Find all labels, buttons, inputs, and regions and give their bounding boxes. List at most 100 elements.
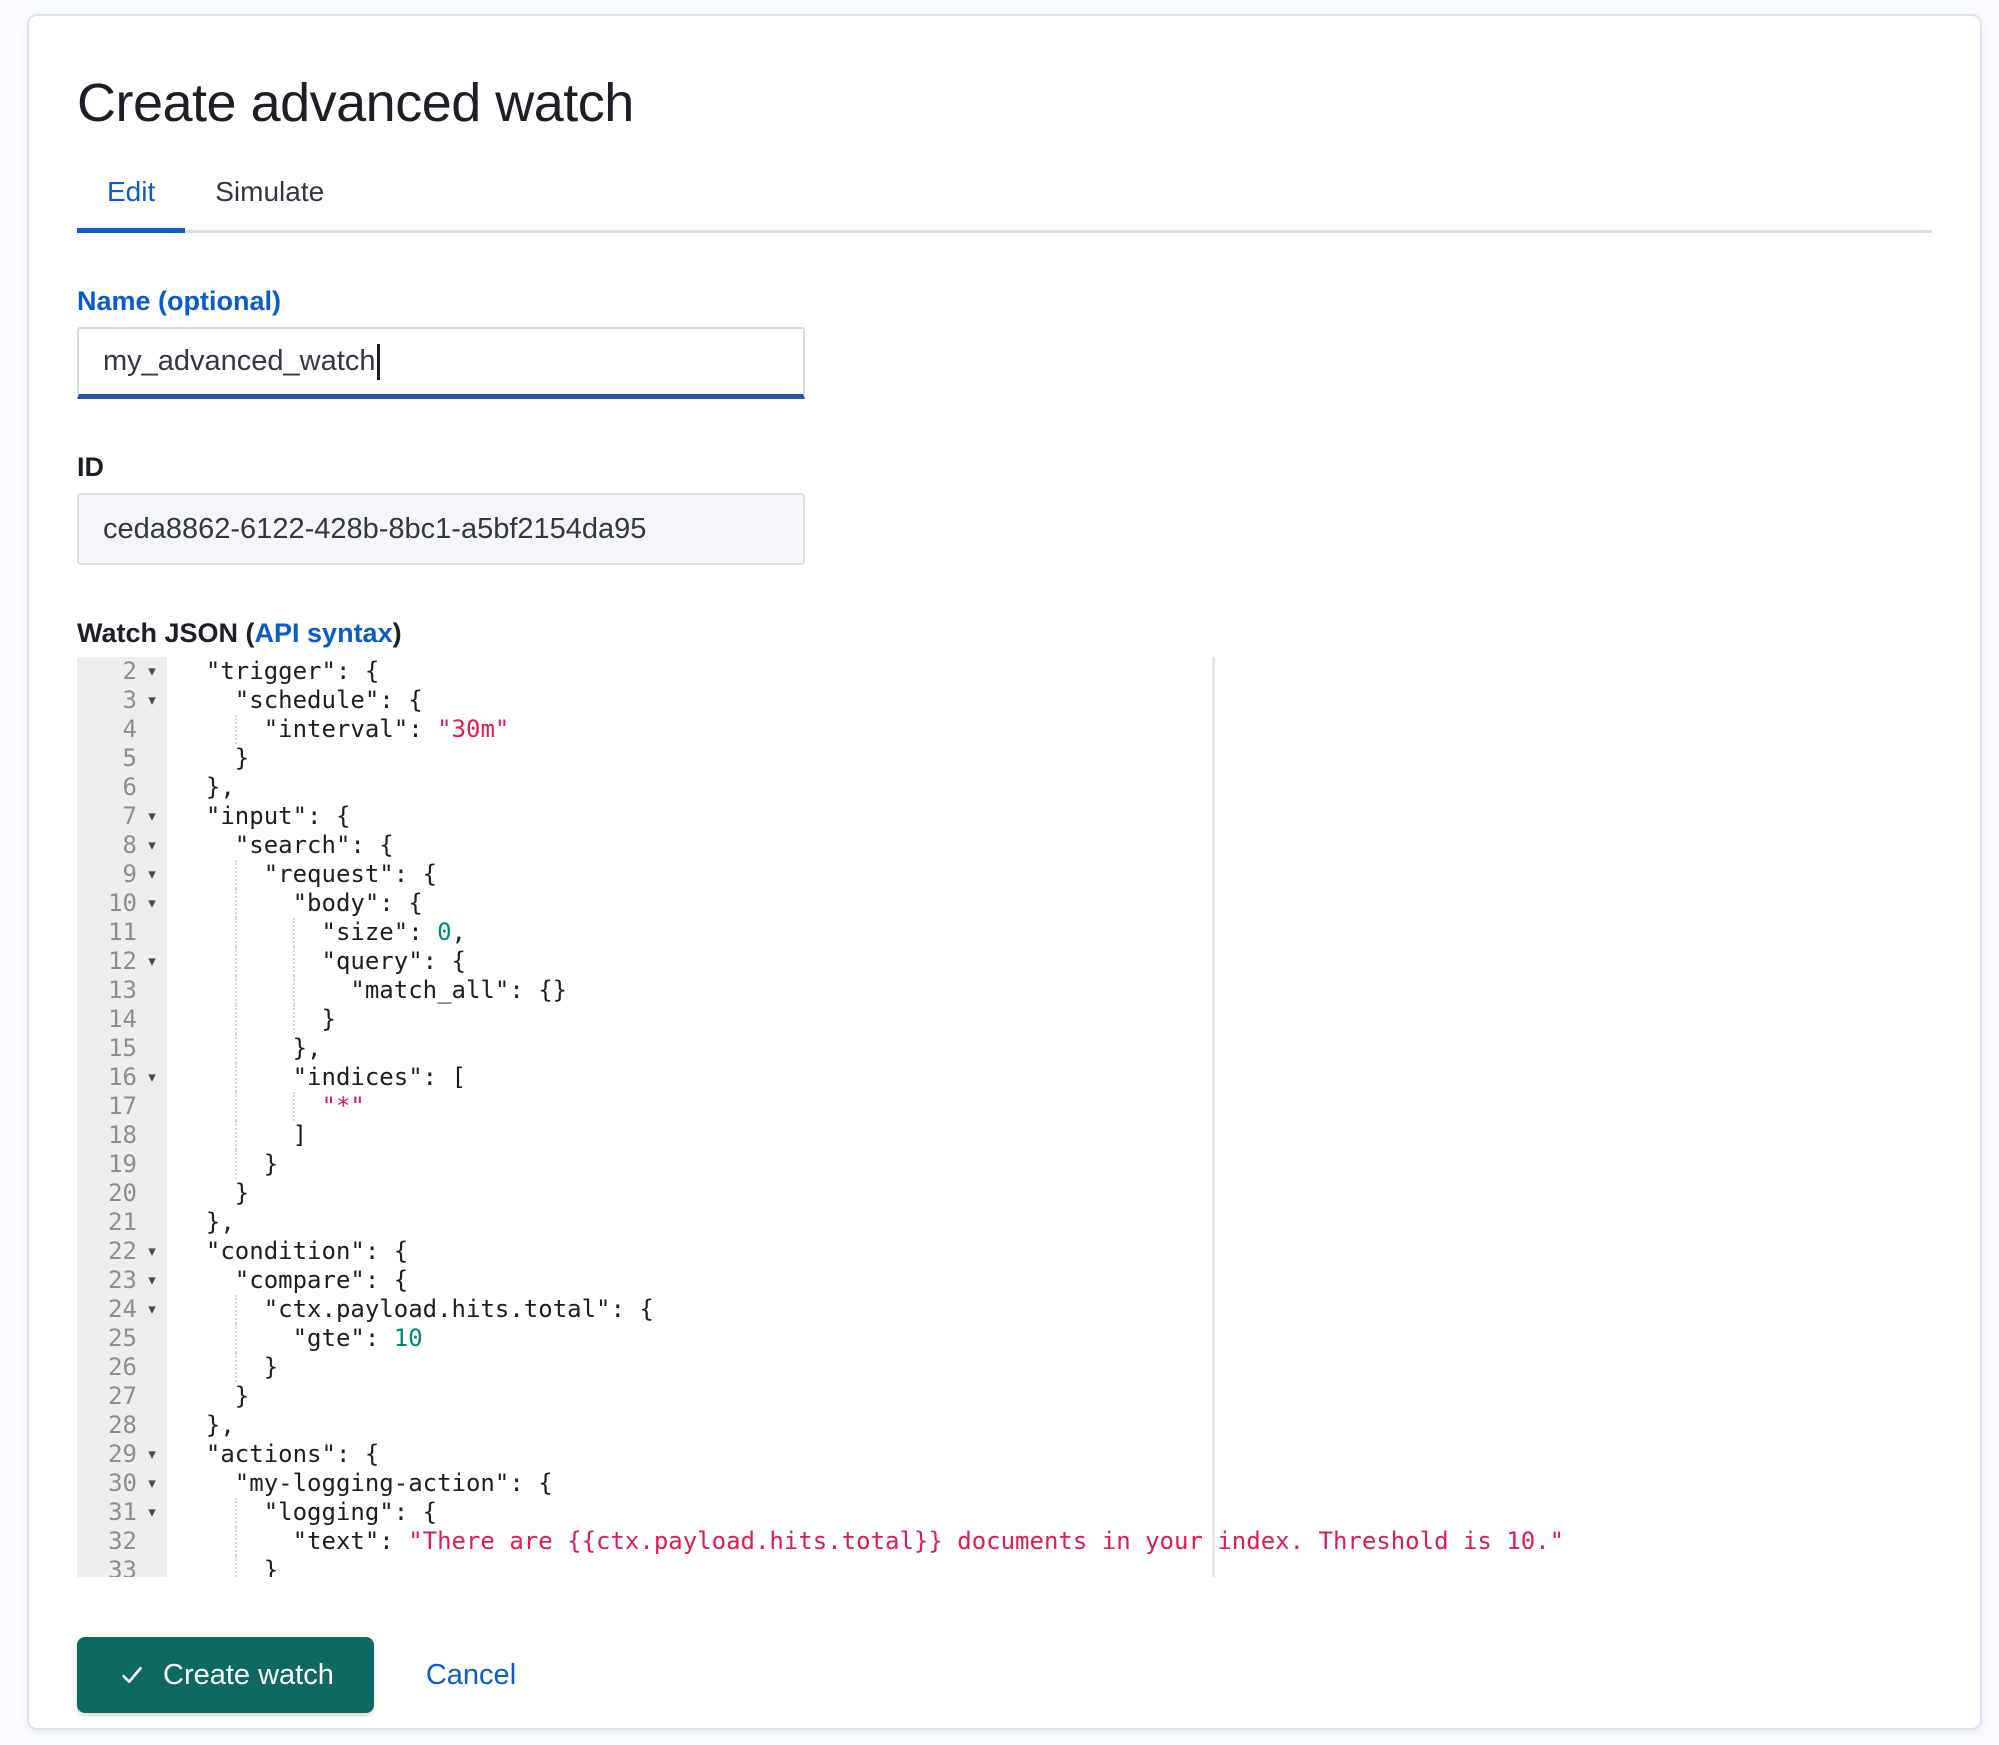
line-number: 31 <box>108 1498 137 1526</box>
indent-guide <box>234 889 237 918</box>
code-line-content: } <box>167 1150 278 1179</box>
line-number: 11 <box>108 918 137 946</box>
code-line: 32 "text": "There are {{ctx.payload.hits… <box>77 1527 1932 1556</box>
tab-simulate[interactable]: Simulate <box>215 176 325 207</box>
tabs-bar: Edit Simulate <box>77 158 1932 233</box>
line-number: 5 <box>122 744 137 772</box>
text-caret <box>377 343 381 380</box>
editor-gutter-cell: 14 <box>77 1005 167 1034</box>
code-line-content: "condition": { <box>205 1237 409 1265</box>
fold-arrow-icon[interactable]: ▾ <box>148 1446 156 1463</box>
fold-arrow-icon[interactable]: ▾ <box>148 953 156 970</box>
indent-guide <box>234 1295 237 1324</box>
api-syntax-link[interactable]: API syntax <box>254 618 393 648</box>
code-line-content: "text": "There are {{ctx.payload.hits.to… <box>167 1527 1564 1556</box>
code-line-content: } <box>234 1179 250 1207</box>
code-line: 23▾ "compare": { <box>77 1266 1932 1295</box>
fold-arrow-icon[interactable]: ▾ <box>148 1475 156 1492</box>
editor-gutter-cell: 28 <box>77 1411 167 1440</box>
line-number: 18 <box>108 1121 137 1149</box>
fold-arrow-icon[interactable]: ▾ <box>148 1069 156 1086</box>
editor-gutter-cell: 3▾ <box>77 686 167 715</box>
code-line-content: "schedule": { <box>234 686 423 714</box>
code-line: 27 } <box>77 1382 1932 1411</box>
fold-arrow-icon[interactable]: ▾ <box>148 866 156 883</box>
code-line: 9▾ "request": { <box>77 860 1932 889</box>
line-number: 7 <box>122 802 137 830</box>
code-line: 15 }, <box>77 1034 1932 1063</box>
code-line-content: } <box>234 1382 250 1410</box>
fold-arrow-icon[interactable]: ▾ <box>148 1301 156 1318</box>
line-number: 25 <box>108 1324 137 1352</box>
code-line: 24▾ "ctx.payload.hits.total": { <box>77 1295 1932 1324</box>
name-label: Name (optional) <box>77 286 282 316</box>
code-line-content: "query": { <box>167 947 466 976</box>
code-line-content: "search": { <box>234 831 394 859</box>
id-label: ID <box>77 452 104 482</box>
fold-arrow-icon[interactable]: ▾ <box>148 837 156 854</box>
editor-gutter-cell: 8▾ <box>77 831 167 860</box>
fold-arrow-icon[interactable]: ▾ <box>148 1504 156 1521</box>
cancel-link[interactable]: Cancel <box>425 1658 517 1691</box>
editor-gutter-cell: 32 <box>77 1527 167 1556</box>
code-line-content: "actions": { <box>205 1440 380 1468</box>
indent-guide <box>292 976 295 1005</box>
fold-arrow-icon[interactable]: ▾ <box>148 1272 156 1289</box>
fold-arrow-icon[interactable]: ▾ <box>148 895 156 912</box>
editor-gutter-cell: 9▾ <box>77 860 167 889</box>
code-line: 18 ] <box>77 1121 1932 1150</box>
code-line: 25 "gte": 10 <box>77 1324 1932 1353</box>
editor-gutter-cell: 33 <box>77 1556 167 1577</box>
fold-arrow-icon[interactable]: ▾ <box>148 1243 156 1260</box>
editor-gutter-cell: 15 <box>77 1034 167 1063</box>
code-line: 6 }, <box>77 773 1932 802</box>
code-line-content: "gte": 10 <box>167 1324 423 1353</box>
form-actions: Create watch Cancel <box>77 1637 1932 1713</box>
editor-gutter-cell: 30▾ <box>77 1469 167 1498</box>
code-line: 28 }, <box>77 1411 1932 1440</box>
watch-json-label: Watch JSON (API syntax) <box>77 617 1932 649</box>
editor-gutter-cell: 12 ▾ <box>77 947 167 976</box>
line-number: 12 <box>108 947 137 975</box>
code-line-content: "ctx.payload.hits.total": { <box>167 1295 654 1324</box>
code-line: 21 }, <box>77 1208 1932 1237</box>
fold-arrow-icon[interactable]: ▾ <box>148 663 156 680</box>
line-number: 23 <box>108 1266 137 1294</box>
code-line: 11 "size": 0, <box>77 918 1932 947</box>
code-line: 10▾ "body": { <box>77 889 1932 918</box>
fold-arrow-icon[interactable]: ▾ <box>148 808 156 825</box>
indent-guide <box>234 860 237 889</box>
id-field-row: ID ceda8862-6122-428b-8bc1-a5bf2154da95 <box>77 451 1932 565</box>
code-line-content: "input": { <box>205 802 351 830</box>
code-line-content: "body": { <box>167 889 423 918</box>
editor-print-margin <box>1212 657 1215 1577</box>
line-number: 9 <box>122 860 137 888</box>
indent-guide <box>292 1005 295 1034</box>
name-input-value: my_advanced_watch <box>103 345 376 377</box>
editor-gutter-cell: 22▾ <box>77 1237 167 1266</box>
indent-guide <box>234 918 237 947</box>
code-line-content: } <box>167 1005 336 1034</box>
watch-json-editor[interactable]: 2▾ "trigger": {3▾ "schedule": {4 "interv… <box>77 657 1932 1577</box>
code-line-content: ] <box>167 1121 307 1150</box>
indent-guide <box>234 1353 237 1382</box>
code-line: 4 "interval": "30m" <box>77 715 1932 744</box>
editor-gutter-cell: 10▾ <box>77 889 167 918</box>
name-input[interactable]: my_advanced_watch <box>77 327 805 399</box>
editor-gutter-cell: 18 <box>77 1121 167 1150</box>
code-line-content: "logging": { <box>167 1498 437 1527</box>
code-line: 30▾ "my-logging-action": { <box>77 1469 1932 1498</box>
indent-guide <box>234 1150 237 1179</box>
indent-guide <box>234 1121 237 1150</box>
line-number: 6 <box>122 773 137 801</box>
tab-edit[interactable]: Edit <box>77 158 186 233</box>
indent-guide <box>292 1092 295 1121</box>
create-watch-button[interactable]: Create watch <box>77 1637 374 1713</box>
watch-json-label-prefix: Watch JSON ( <box>77 618 255 648</box>
line-number: 32 <box>108 1527 137 1555</box>
id-input[interactable]: ceda8862-6122-428b-8bc1-a5bf2154da95 <box>77 493 805 565</box>
code-line: 22▾ "condition": { <box>77 1237 1932 1266</box>
fold-arrow-icon[interactable]: ▾ <box>148 692 156 709</box>
check-icon <box>117 1660 147 1690</box>
indent-guide <box>234 715 237 744</box>
